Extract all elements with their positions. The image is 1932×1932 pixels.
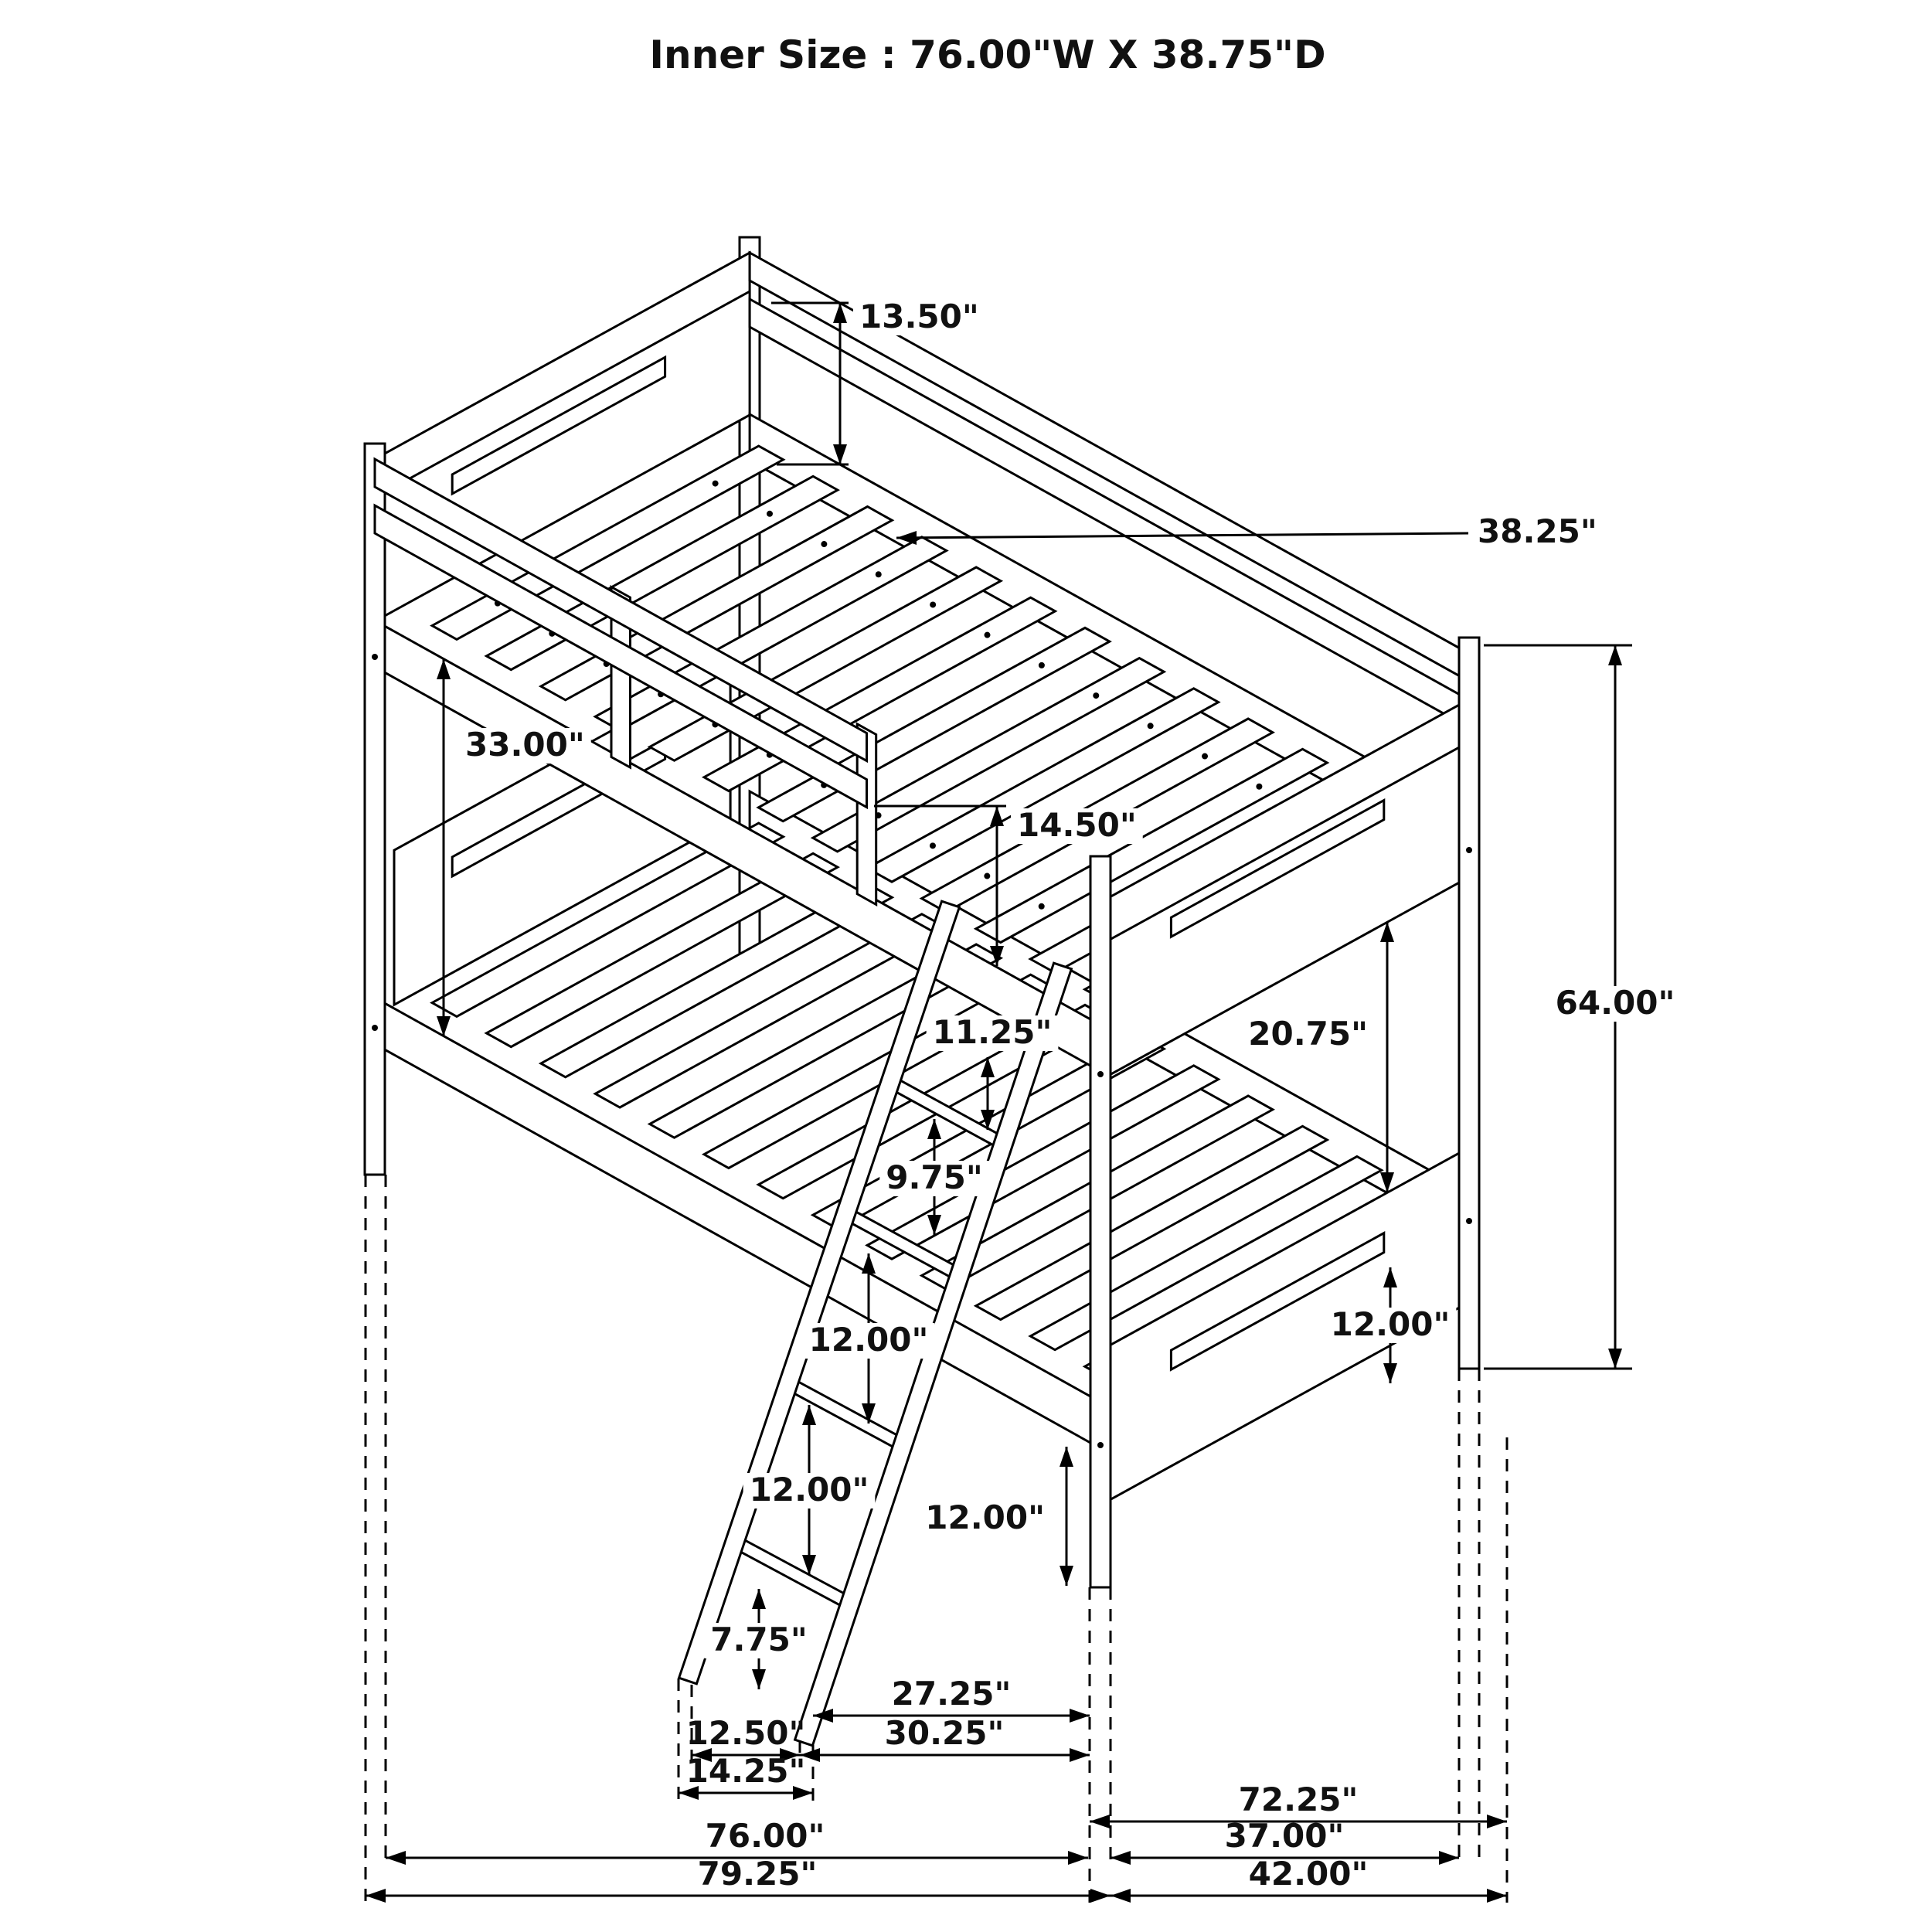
- dim-label-guardrail-height: 14.50": [1017, 806, 1137, 844]
- dim-label-headboard-height: 13.50": [859, 298, 979, 335]
- dim-label-inner-length: 76.00": [706, 1817, 825, 1855]
- dimension-labels: Inner Size : 76.00"W X 38.75"D 13.50" 38…: [465, 32, 1675, 1893]
- dim-label-ladder-width-inner: 12.50": [686, 1714, 806, 1752]
- dim-label-ladder-step-1: 11.25": [933, 1013, 1053, 1051]
- dim-label-slat-length: 38.25": [1478, 512, 1597, 550]
- dim-label-front-leg-height: 12.00": [925, 1498, 1045, 1536]
- dim-label-ladder-step-4: 12.00": [750, 1471, 869, 1509]
- dim-label-ladder-width-outer: 14.25": [686, 1752, 806, 1790]
- label-backgrounds: [459, 300, 1682, 1658]
- dim-label-rail-spacing: 33.00": [465, 726, 585, 764]
- dim-label-right-section-depth: 37.00": [1225, 1817, 1345, 1855]
- dim-label-ladder-to-post: 27.25": [892, 1675, 1012, 1713]
- dim-label-overall-height: 64.00": [1556, 984, 1675, 1022]
- dim-label-bunk-clearance: 20.75": [1248, 1015, 1368, 1053]
- dim-label-overall-length: 79.25": [698, 1855, 818, 1893]
- dim-label-ladder-step-5: 7.75": [710, 1621, 808, 1658]
- dim-label-rail-length: 72.25": [1239, 1781, 1359, 1818]
- dim-label-ladder-step-2: 9.75": [886, 1158, 983, 1196]
- dim-label-overall-depth: 42.00": [1249, 1855, 1369, 1893]
- dim-label-ladder-span: 30.25": [885, 1714, 1005, 1752]
- dim-label-right-leg-height: 12.00": [1331, 1305, 1451, 1343]
- diagram-title: Inner Size : 76.00"W X 38.75"D: [649, 32, 1325, 77]
- dim-label-ladder-step-3: 12.00": [809, 1321, 929, 1359]
